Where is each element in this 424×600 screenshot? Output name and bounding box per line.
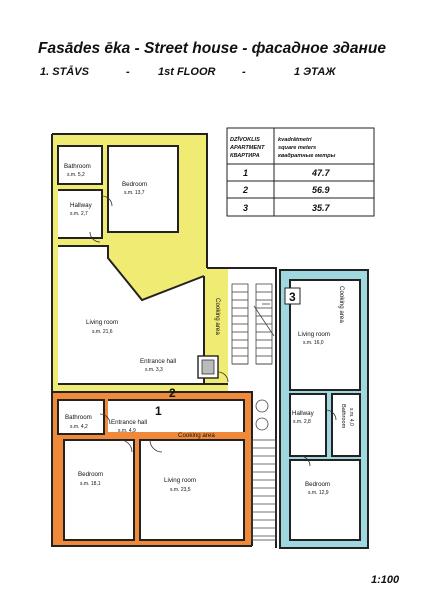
apartment-marker-2: 2: [169, 386, 176, 400]
walls: [51, 133, 369, 549]
stair-landing: [255, 399, 269, 413]
drawing-scale: 1:100: [371, 574, 400, 586]
wall: [289, 393, 327, 457]
room-name: Bathroom: [340, 404, 346, 429]
stair-flight: [251, 439, 277, 541]
table-header-apartment-ru: КВАРТИРА: [230, 153, 260, 159]
apartment-area-table: DZĪVOKLIS APARTMENT КВАРТИРА kvadrātmetr…: [226, 127, 375, 217]
staircase-core: [207, 268, 276, 548]
door-swing: [119, 439, 133, 453]
room-floor: [58, 246, 204, 384]
wall: [58, 245, 205, 302]
apartment-marker-3-box: [284, 287, 301, 305]
room-area: s.m. 12,9: [308, 490, 329, 496]
room-name: Bedroom: [305, 481, 330, 488]
room-floor: [58, 400, 104, 434]
table-header-area-ru: квадратные метры: [278, 153, 336, 159]
room-name: Cooking area: [178, 432, 215, 439]
wall: [289, 459, 361, 541]
apartment-marker-1: 1: [155, 404, 162, 418]
room-name: Hallway: [292, 410, 315, 417]
table-frame: [226, 127, 375, 217]
wall: [57, 399, 105, 435]
room-area: s.m. 21,6: [92, 329, 113, 335]
room-name: Cooking area: [338, 286, 345, 323]
room-area: s.m. 2,7: [70, 211, 88, 217]
room-name: Bedroom: [78, 471, 103, 478]
floor-label-ru: 1 ЭТАЖ: [294, 66, 336, 78]
room-floor: [290, 460, 360, 540]
wall: [279, 269, 369, 549]
wall: [289, 279, 361, 391]
room-name: Hallway: [70, 202, 93, 209]
wall: [51, 134, 252, 547]
floor-label-lv: 1. STĀVS: [40, 66, 89, 78]
room-name: Entrance hall: [111, 419, 147, 426]
staircase: [231, 283, 277, 541]
wall: [331, 393, 361, 457]
room-area: s.m. 4,2: [70, 424, 88, 430]
table-apt-number: 3: [243, 203, 248, 213]
table-header-apartment-lv: DZĪVOKLIS: [230, 136, 260, 143]
door-swing: [325, 409, 337, 421]
room-name: Cooking area: [214, 298, 221, 335]
floor-label-en: 1st FLOOR: [158, 66, 216, 78]
room-name: Living room: [164, 477, 196, 484]
stair-direction-line: [253, 305, 275, 337]
table-area-value: 56.9: [312, 185, 330, 195]
room-area: s.m. 2,8: [293, 419, 311, 425]
room-floor: [290, 394, 326, 456]
room-area: s.m. 5,2: [67, 172, 85, 178]
room-name: Living room: [298, 331, 330, 338]
room-name: Living room: [86, 319, 118, 326]
door-swing: [101, 195, 113, 207]
table-apt-number: 2: [242, 185, 248, 195]
wall: [139, 439, 245, 541]
room-area: s.m. 13,7: [124, 190, 145, 196]
door-swing: [149, 439, 163, 453]
table-area-value: 47.7: [311, 168, 331, 178]
table-header-area-lv: kvadrātmetri: [278, 137, 312, 143]
table-header-area-en: square meters: [278, 145, 316, 151]
wall: [52, 133, 208, 268]
room-area: s.m. 4,9: [118, 428, 136, 434]
door-swing: [89, 231, 101, 243]
wall: [58, 189, 103, 239]
room-area: s.m. 16,0: [303, 340, 324, 346]
room-name: Bathroom: [65, 414, 92, 421]
room-area: s.m. 3,3: [145, 367, 163, 373]
room-area: s.m. 23,5: [170, 487, 191, 493]
room-name: Entrance hall: [140, 358, 176, 365]
room-floor: [58, 190, 102, 238]
room-floor: [290, 280, 360, 390]
table-area-value: 35.7: [312, 203, 331, 213]
apartment-marker-3: 3: [289, 290, 296, 304]
room-floor: [58, 146, 102, 184]
door-swing: [299, 455, 311, 467]
subtitle-separator: -: [242, 66, 246, 78]
table-apt-number: 1: [243, 168, 248, 178]
room-floor: [108, 400, 244, 432]
room-floor: [332, 394, 360, 456]
room-name: Bathroom: [64, 163, 91, 170]
door-swing: [99, 413, 111, 425]
room-floor: [64, 440, 134, 540]
room-floor: [108, 146, 178, 232]
page-title: Fasādes ēka - Street house - фасадное зд…: [38, 40, 386, 57]
room-name: Bedroom: [122, 181, 147, 188]
room-area: s.m. 4,0: [348, 408, 354, 426]
room-area: s.m. 18,1: [80, 481, 101, 487]
wall: [108, 399, 245, 432]
table-header-apartment-en: APARTMENT: [229, 145, 265, 151]
wall: [107, 145, 179, 233]
wall: [57, 145, 103, 185]
shaft-inner: [201, 359, 215, 375]
room-floor: [140, 440, 244, 540]
subtitle-separator: -: [126, 66, 130, 78]
door-swing: [217, 371, 229, 383]
stair-landing: [255, 417, 269, 431]
doors: [89, 195, 337, 467]
wall: [63, 439, 135, 541]
